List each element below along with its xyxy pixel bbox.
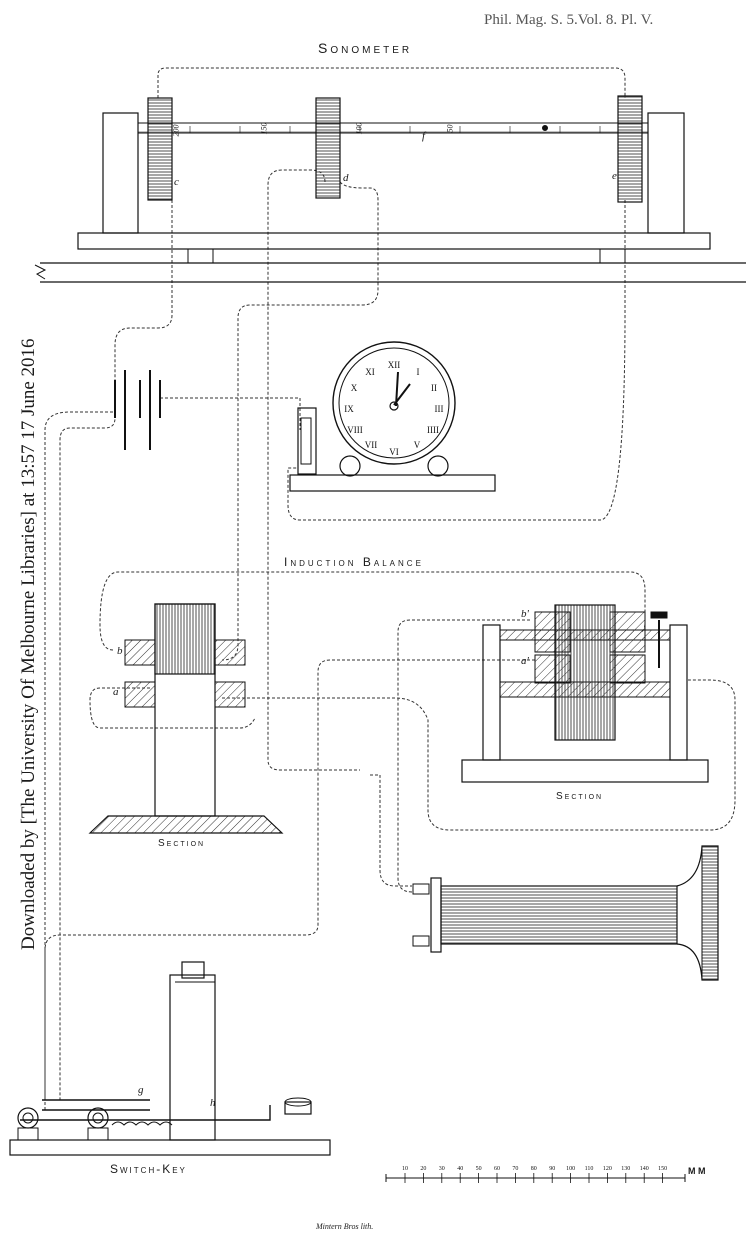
label-b: b: [117, 645, 123, 657]
scale-tick-label: 30: [439, 1166, 445, 1172]
label-g: g: [138, 1084, 144, 1096]
label-h: h: [210, 1097, 216, 1109]
scale-tick-label: 100: [566, 1166, 575, 1172]
switch-key-caption: Switch-Key: [110, 1162, 187, 1176]
clock-numeral: I: [417, 367, 420, 377]
download-watermark: Downloaded by [The University Of Melbour…: [18, 338, 39, 950]
induction-balance-title: Induction Balance: [284, 555, 424, 569]
scale-bar: [385, 1174, 686, 1182]
scale-tick-label: 90: [549, 1166, 555, 1172]
clock-numeral: VIII: [347, 425, 363, 435]
scale-tick-label: 130: [621, 1166, 630, 1172]
scale-mark-150: 150: [259, 122, 269, 135]
label-f: f: [422, 130, 426, 142]
scale-tick-label: 150: [658, 1166, 667, 1172]
scale-tick-label: 70: [512, 1166, 518, 1172]
scale-tick-label: 50: [476, 1166, 482, 1172]
scale-tick-label: 140: [640, 1166, 649, 1172]
scale-tick-label: 60: [494, 1166, 500, 1172]
clock-numeral: II: [431, 383, 437, 393]
clock-numeral: IIII: [427, 425, 439, 435]
clock-numeral: IX: [344, 404, 354, 414]
scale-mark-50: 50: [445, 124, 455, 133]
scale-mark-100: 100: [354, 122, 364, 135]
scale-bar-ticks: 10 20 30 40 50 60 70 80 90 100 110 120 130 140 150: [402, 1166, 667, 1183]
clock-numeral: VII: [365, 440, 378, 450]
section-left-caption: Section: [158, 838, 206, 849]
scale-mark-200: 200: [171, 124, 181, 137]
scale-tick-label: 40: [457, 1166, 463, 1172]
scale-tick-label: 110: [585, 1166, 594, 1172]
scale-unit: M M: [688, 1166, 706, 1176]
plate-reference: Phil. Mag. S. 5.Vol. 8. Pl. V.: [484, 12, 654, 28]
telephone-receiver-drawing: [412, 845, 719, 981]
clock-numeral: X: [351, 383, 358, 393]
label-d: d: [343, 172, 349, 184]
sonometer-drawing: [34, 95, 746, 283]
scale-tick-label: 80: [531, 1166, 537, 1172]
sonometer-title: Sonometer: [318, 40, 413, 56]
scale-tick-label: 20: [420, 1166, 426, 1172]
scale-tick-label: 10: [402, 1166, 408, 1172]
battery-drawing: [114, 370, 161, 450]
induction-balance-right-section: [461, 604, 709, 783]
clock-numeral: VI: [389, 447, 399, 457]
label-e: e: [612, 170, 617, 182]
scale-tick-label: 120: [603, 1166, 612, 1172]
clock-numeral: III: [435, 404, 444, 414]
label-a: a: [113, 686, 119, 698]
label-b-prime: b': [521, 608, 529, 620]
label-c: c: [174, 176, 179, 188]
switch-key-drawing: [9, 961, 331, 1156]
clock-numeral: XI: [365, 367, 375, 377]
induction-balance-left-section: [88, 603, 284, 834]
circuit-wires: [44, 67, 736, 1110]
clock-drawing: [289, 341, 496, 492]
clock-numeral: XII: [388, 360, 401, 370]
clock-numerals: XII I II III IIII V VI VII VIII IX X XI: [344, 360, 443, 457]
section-right-caption: Section: [556, 791, 604, 802]
label-a-prime: a': [521, 655, 529, 667]
printer-credit: Mintern Bros lith.: [316, 1222, 374, 1231]
clock-numeral: V: [414, 440, 421, 450]
